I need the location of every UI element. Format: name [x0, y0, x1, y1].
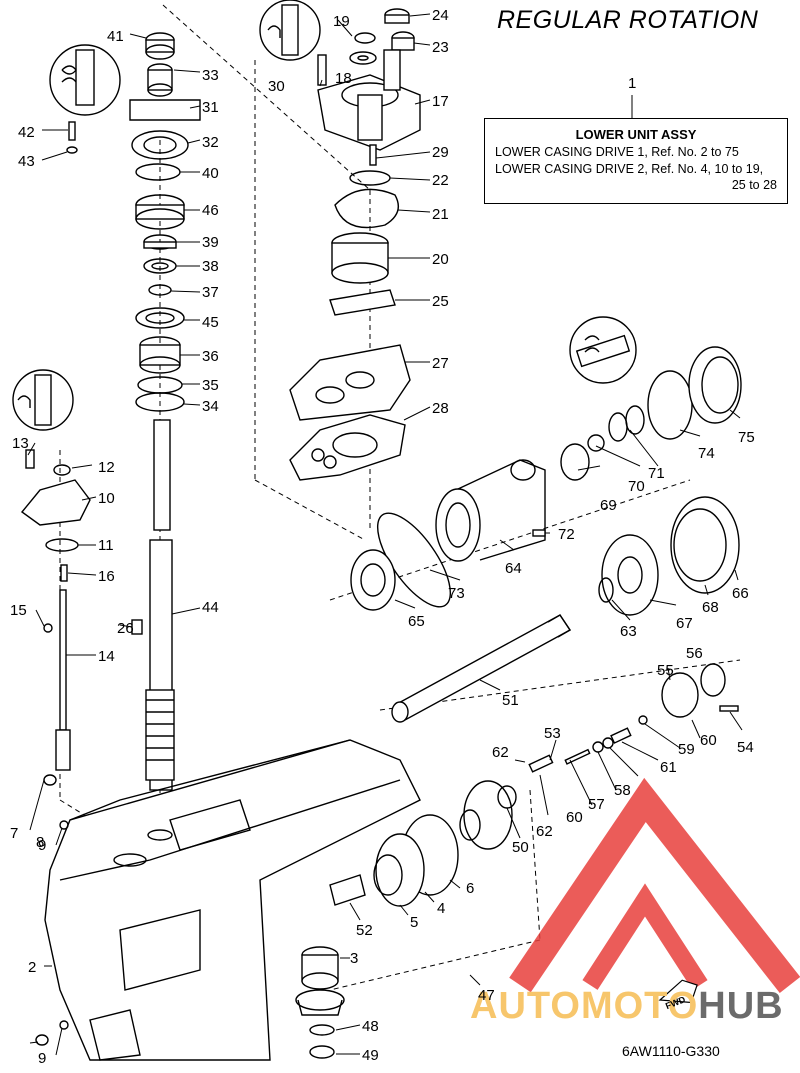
dash-line [162, 4, 371, 191]
propeller-shaft-housing [350, 346, 742, 611]
gears-and-bearings [35, 121, 740, 1059]
diagram-code: 6AW1110-G330 [622, 1043, 720, 1059]
leader-lines [27, 13, 743, 1056]
fwd-badge [658, 979, 698, 1004]
shift-rod-assembly [20, 449, 143, 771]
info-box-line2: LOWER CASING DRIVE 2, Ref. No. 4, 10 to … [495, 162, 764, 176]
diagram-title: REGULAR ROTATION [497, 6, 759, 34]
lower-casing [44, 739, 421, 1061]
watermark-logo [509, 777, 800, 1004]
lower-unit-info-box: LOWER UNIT ASSY LOWER CASING DRIVE 1, Re… [484, 118, 788, 204]
info-box-line1: LOWER CASING DRIVE 1, Ref. No. 2 to 75 [495, 145, 739, 159]
inset-detail [12, 0, 637, 431]
water-pump-assembly [289, 8, 421, 481]
upper-bearing-stack [129, 32, 201, 412]
info-box-line3: 25 to 28 [731, 178, 777, 192]
watermark-part2: HUB [698, 985, 784, 1027]
info-box-heading: LOWER UNIT ASSY [575, 127, 697, 142]
watermark-text: AUTOMOTOHUB [470, 985, 784, 1028]
watermark-part1: AUTOMOTO [470, 985, 699, 1027]
drive-shaft [145, 419, 175, 791]
